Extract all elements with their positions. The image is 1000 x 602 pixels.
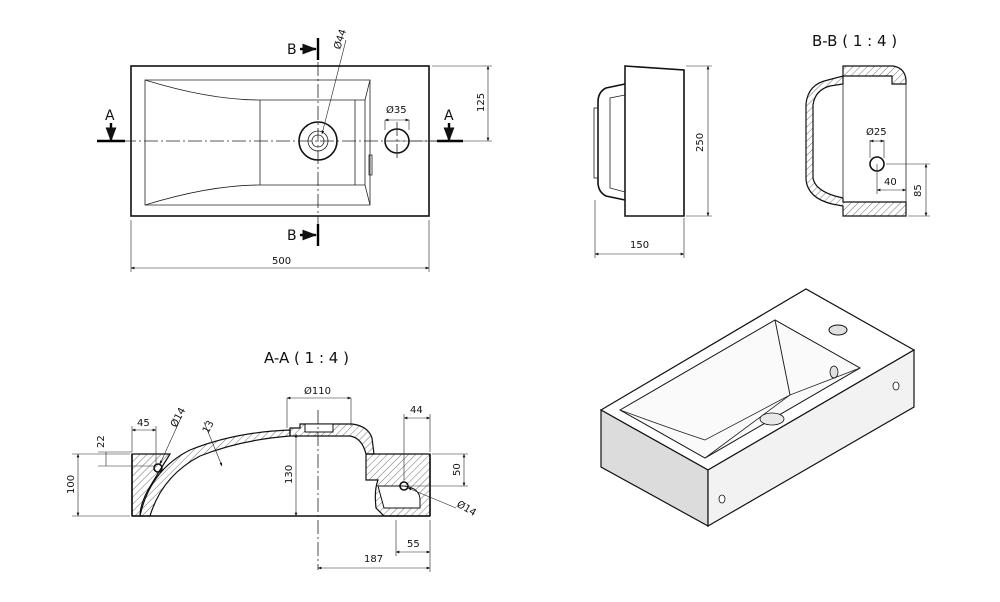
dim-aa-drain-dia: Ø110 xyxy=(304,385,331,397)
cut-label-a-left: A xyxy=(105,108,115,124)
dim-hole-offset: 40 xyxy=(884,177,897,188)
section-aa: A-A ( 1 : 4 ) Ø110 45 Ø14 13 xyxy=(66,349,478,572)
dim-aa-wall: 13 xyxy=(201,419,217,435)
section-bb: B-B ( 1 : 4 ) Ø25 40 85 xyxy=(805,32,930,217)
section-aa-title: A-A ( 1 : 4 ) xyxy=(264,349,349,367)
dim-aa-rim: 45 xyxy=(137,418,150,429)
dim-aa-right-height: 50 xyxy=(452,463,463,476)
dim-aa-top-offset: 22 xyxy=(96,435,107,448)
dim-drain-dia: Ø44 xyxy=(331,28,349,51)
cut-label-b-bottom: B xyxy=(287,228,297,244)
side-body xyxy=(624,65,685,217)
dim-height: 250 xyxy=(695,133,706,152)
dim-hole-dia: Ø25 xyxy=(866,126,887,138)
section-bb-title: B-B ( 1 : 4 ) xyxy=(812,32,897,50)
dim-width: 500 xyxy=(272,256,291,267)
dim-hole-height: 85 xyxy=(913,184,924,197)
isometric-view xyxy=(599,288,916,528)
section-aa-curved-wall xyxy=(139,429,291,517)
dim-aa-height: 100 xyxy=(66,475,77,494)
dim-aa-hole-right: Ø14 xyxy=(455,498,479,519)
dim-aa-drain-height: 130 xyxy=(284,465,295,484)
dim-aa-bottom-offset: 55 xyxy=(407,539,420,550)
dim-aa-right-width: 44 xyxy=(410,405,423,416)
top-view: A A B B 500 125 Ø44 Ø35 xyxy=(97,28,492,272)
dim-tap-dia: Ø35 xyxy=(386,104,407,116)
iso-side-face xyxy=(707,348,915,528)
dim-side-depth: 150 xyxy=(630,240,649,251)
dim-depth: 125 xyxy=(476,93,487,112)
cut-label-b-top: B xyxy=(287,42,297,58)
dim-aa-drain-offset: 187 xyxy=(364,554,383,565)
section-bb-wall xyxy=(805,75,907,217)
cut-label-a-right: A xyxy=(444,108,454,124)
side-view: 250 150 xyxy=(593,65,712,258)
dim-aa-hole-left: Ø14 xyxy=(168,406,188,430)
